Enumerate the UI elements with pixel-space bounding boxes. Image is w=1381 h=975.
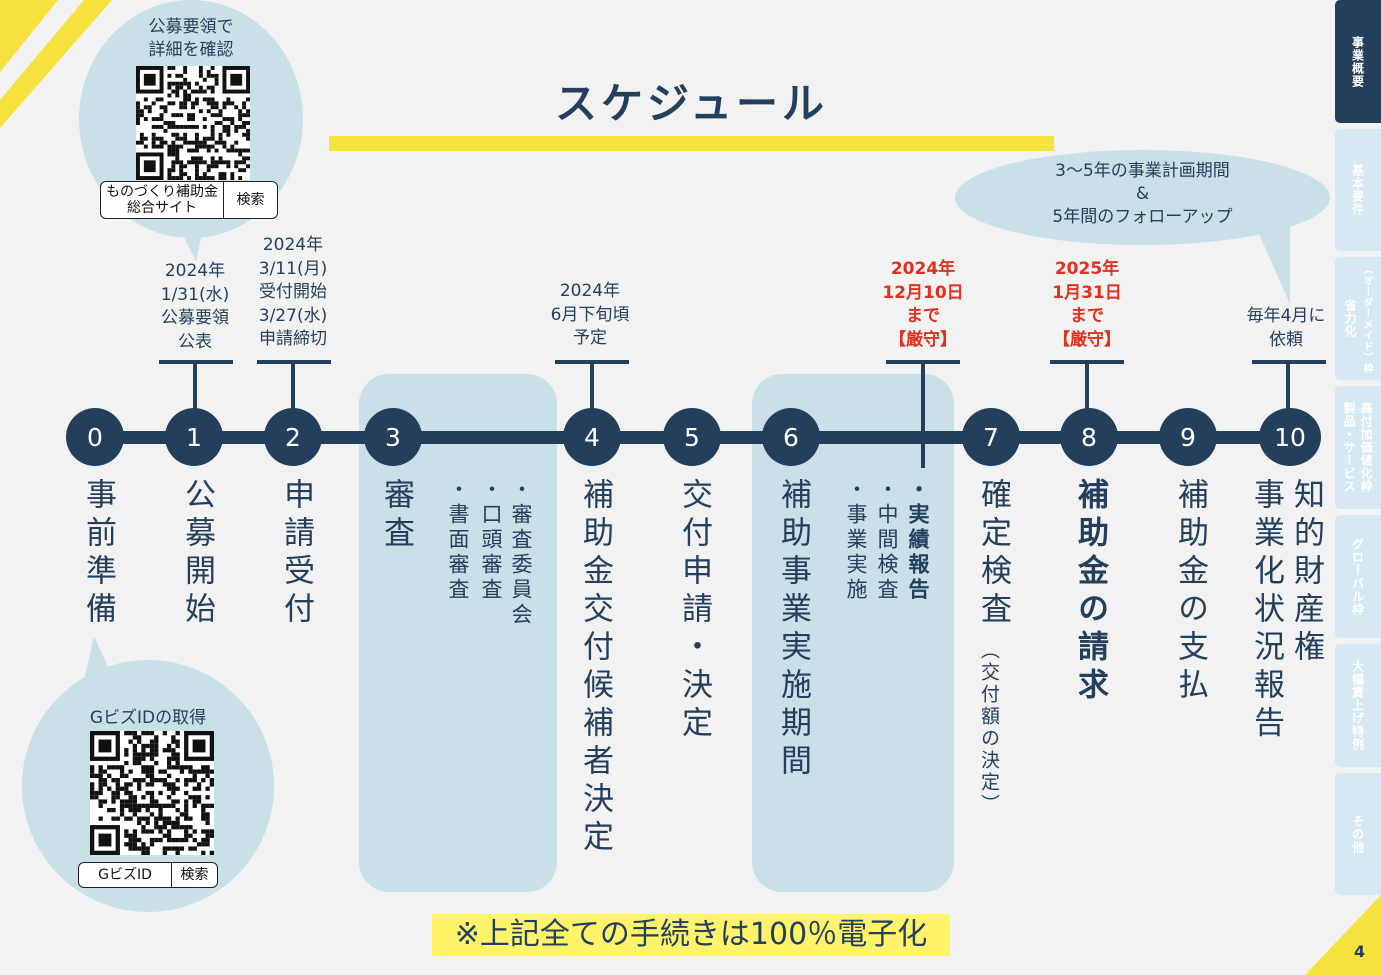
- step-node-3: 3: [364, 408, 422, 466]
- page-title: スケジュール: [554, 79, 829, 128]
- footer-note: ※上記全ての手続きは100％電子化: [432, 914, 950, 956]
- step-label-10b: 事業化状況報告: [1248, 478, 1284, 744]
- step-label-9: 補助金の支払: [1172, 478, 1208, 706]
- step-node-2: 2: [264, 408, 322, 466]
- followup-line1: 3～5年の事業計画期間: [1055, 161, 1230, 181]
- qr-code-icon[interactable]: [90, 731, 214, 855]
- step-label-7: 確定検査: [975, 478, 1011, 630]
- tab-business-overview[interactable]: 事業概要: [1335, 0, 1381, 123]
- page-number: 4: [1354, 942, 1366, 961]
- review-item-committee: ・審査委員会: [509, 478, 533, 628]
- top-bubble-line1: 公募要領で: [148, 17, 234, 37]
- marker-8-stem: [1085, 360, 1089, 410]
- gbiz-title: GビズIDの取得: [89, 708, 207, 728]
- site-name-line1: ものづくり補助金: [106, 184, 218, 200]
- step-label-5: 交付申請・決定: [676, 478, 712, 744]
- tab-global[interactable]: グローバル枠: [1335, 515, 1381, 638]
- corner-stripes-top-left: [0, 0, 112, 128]
- step-node-4: 4: [563, 408, 621, 466]
- tab-wage-increase[interactable]: 大幅賃上げ特例: [1335, 644, 1381, 767]
- tab-basic-requirements[interactable]: 基本要件: [1335, 129, 1381, 251]
- step-node-1: 1: [165, 408, 223, 466]
- search-button[interactable]: 検索: [171, 862, 218, 888]
- step-node-6: 6: [762, 408, 820, 466]
- site-name-line2: 総合サイト: [127, 200, 197, 216]
- step-node-10: 10: [1259, 408, 1321, 466]
- impl-item-execution: ・事業実施: [844, 478, 868, 603]
- review-item-document: ・書面審査: [446, 478, 470, 603]
- step-7-note: （交付額の決定）: [978, 640, 1000, 816]
- top-bubble-line2: 詳細を確認: [148, 40, 234, 60]
- step-label-3: 審査: [378, 478, 414, 554]
- followup-line3: 5年間のフォローアップ: [1052, 207, 1233, 227]
- step-node-8: 8: [1060, 408, 1118, 466]
- date-step-10: 毎年4月に依頼: [1246, 306, 1326, 350]
- step-label-0: 事前準備: [80, 478, 116, 630]
- gbiz-search-field[interactable]: GビズID: [78, 862, 172, 888]
- impl-item-inspection: ・中間検査: [875, 478, 899, 603]
- followup-line2: &: [1135, 184, 1150, 204]
- impl-item-report: ・実績報告: [906, 478, 930, 603]
- marker-4-stem: [590, 360, 594, 410]
- qr-code-icon[interactable]: [136, 66, 250, 180]
- tab-product-service[interactable]: 製品・サービス高付加価値化枠: [1335, 386, 1381, 509]
- corner-triangle-bottom-right: [1305, 895, 1381, 975]
- step-label-6: 補助事業実施期間: [775, 478, 811, 782]
- marker-1-stem: [193, 360, 197, 410]
- step-node-9: 9: [1159, 408, 1217, 466]
- marker-10-stem: [1286, 360, 1290, 410]
- title-underline: [329, 136, 1054, 151]
- tab-other[interactable]: その他: [1335, 773, 1381, 895]
- step-label-2: 申請受付: [278, 478, 314, 630]
- review-item-oral: ・口頭審査: [479, 478, 503, 603]
- step-label-10a: 知的財産権: [1288, 478, 1324, 668]
- step-label-1: 公募開始: [179, 478, 215, 630]
- tab-labor-saving[interactable]: 省力化（オーダーメイド）枠: [1335, 257, 1381, 380]
- step-node-5: 5: [663, 408, 721, 466]
- site-search-field[interactable]: ものづくり補助金総合サイト: [100, 181, 224, 219]
- marker-7-stem: [921, 360, 925, 468]
- marker-2-stem: [291, 360, 295, 410]
- search-button[interactable]: 検索: [223, 181, 278, 219]
- step-label-8: 補助金の請求: [1072, 478, 1108, 706]
- step-node-7: 7: [962, 408, 1020, 466]
- step-node-0: 0: [66, 408, 124, 466]
- step-label-4: 補助金交付候補者決定: [577, 478, 613, 858]
